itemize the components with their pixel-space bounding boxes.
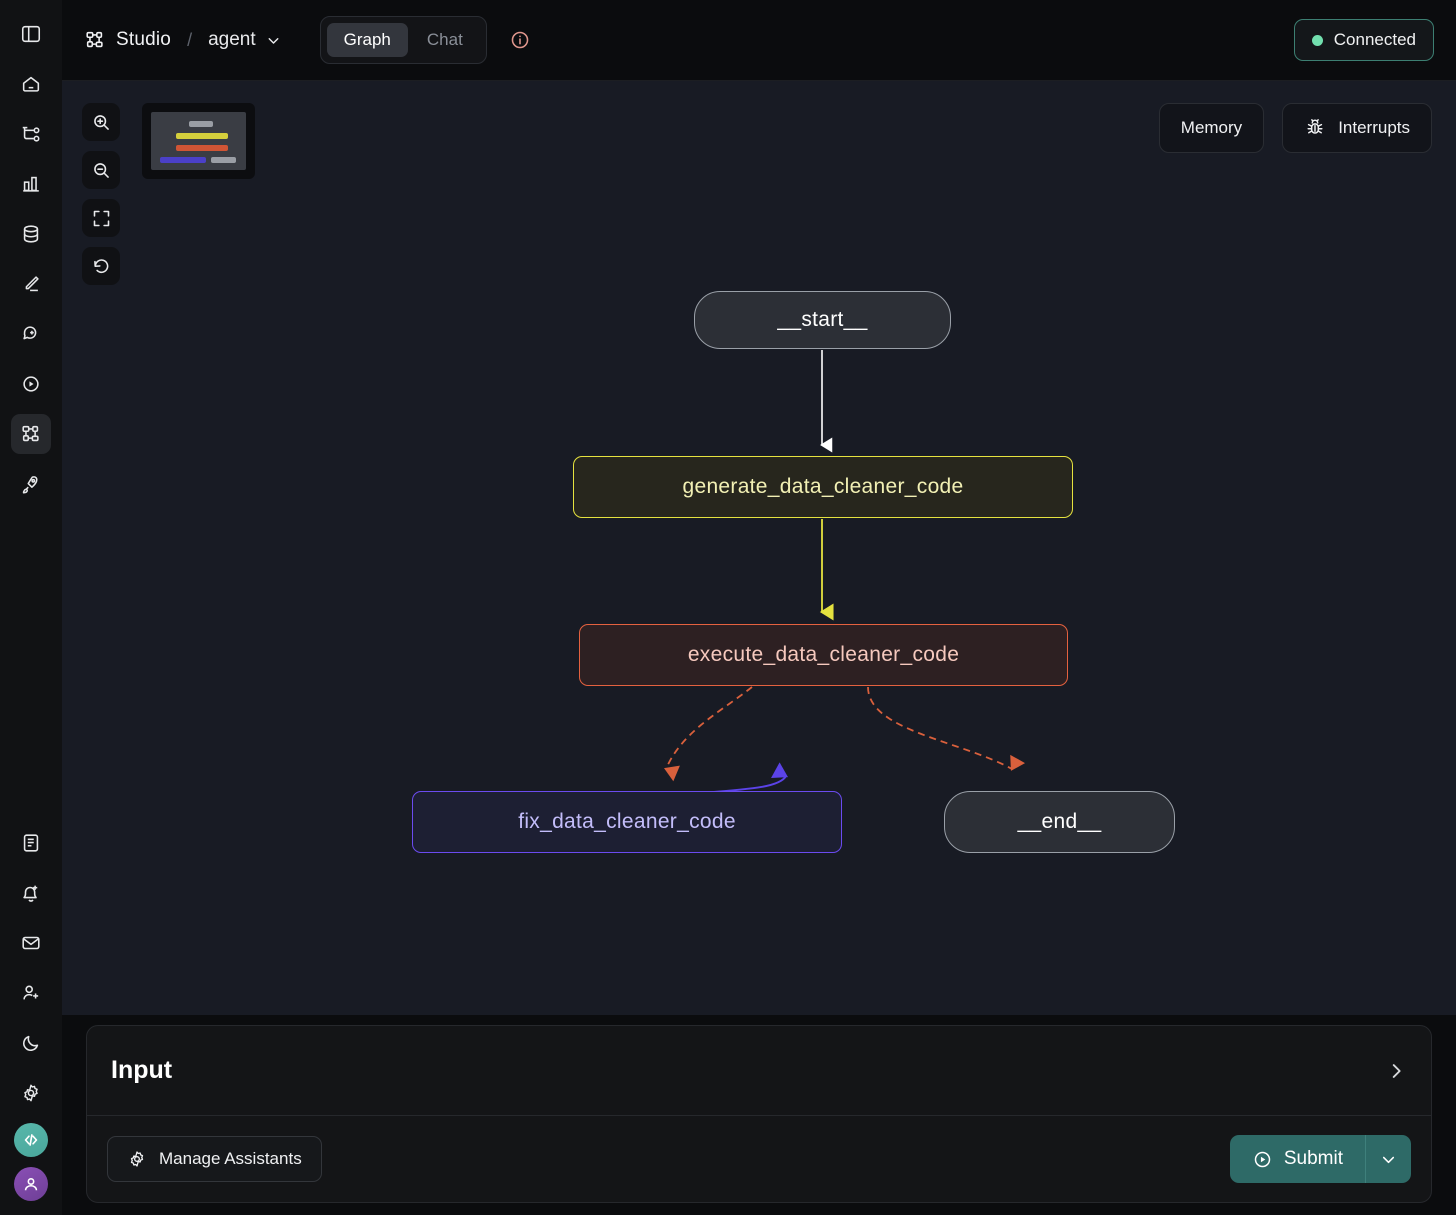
dark-mode-icon[interactable] <box>11 1023 51 1063</box>
home-icon[interactable] <box>11 64 51 104</box>
chart-icon[interactable] <box>11 164 51 204</box>
panel-toggle-icon[interactable] <box>11 14 51 54</box>
status-badge-label: Connected <box>1333 30 1416 49</box>
breadcrumb-studio-label: Studio <box>116 29 172 50</box>
top-bar: Studio / agent Graph Chat Connected <box>62 0 1456 81</box>
tab-graph[interactable]: Graph <box>326 23 408 57</box>
chevron-down-icon <box>265 32 282 49</box>
manage-assistants-button[interactable]: Manage Assistants <box>107 1136 322 1182</box>
memory-button-label: Memory <box>1180 118 1243 137</box>
canvas-tools <box>82 103 120 295</box>
input-panel-footer: Manage Assistants Submit <box>87 1116 1431 1202</box>
minimap[interactable] <box>142 103 255 179</box>
graph-node-fix-data-cleaner-code[interactable]: fix_data_cleaner_code <box>412 791 842 853</box>
graph-edges <box>664 350 1026 794</box>
reset-view-button[interactable] <box>82 247 120 285</box>
gear-icon <box>127 1149 147 1169</box>
chevron-right-icon[interactable] <box>1385 1060 1407 1082</box>
minimap-node-bar <box>176 145 228 151</box>
graph-node-end[interactable]: __end__ <box>944 791 1175 853</box>
breadcrumb-studio[interactable]: Studio <box>84 29 171 51</box>
edge-execute-to-fix <box>664 686 753 782</box>
graph-node-fix-label: fix_data_cleaner_code <box>518 810 736 833</box>
rocket-icon[interactable] <box>11 464 51 504</box>
code-icon[interactable] <box>14 1123 48 1157</box>
avatar[interactable] <box>14 1167 48 1201</box>
tab-chat[interactable]: Chat <box>410 23 480 57</box>
graph-node-generate-data-cleaner-code[interactable]: generate_data_cleaner_code <box>573 456 1073 518</box>
sidebar-item-graph-studio[interactable] <box>11 414 51 454</box>
zoom-in-button[interactable] <box>82 103 120 141</box>
invite-user-icon[interactable] <box>11 973 51 1013</box>
mail-icon[interactable] <box>11 923 51 963</box>
submit-button[interactable]: Submit <box>1229 1135 1365 1183</box>
info-circle-icon[interactable] <box>509 29 531 51</box>
graph-node-start-label: __start__ <box>777 308 868 331</box>
minimap-viewport <box>151 112 246 170</box>
agent-selector-label: agent <box>208 29 256 50</box>
graph-node-start[interactable]: __start__ <box>694 291 951 349</box>
bug-icon <box>1304 117 1326 139</box>
submit-group: Submit <box>1229 1135 1411 1183</box>
minimap-node-bar <box>189 121 213 127</box>
input-panel-header[interactable]: Input <box>87 1026 1431 1116</box>
minimap-node-bar <box>211 157 236 163</box>
branches-icon[interactable] <box>11 114 51 154</box>
new-chat-icon[interactable] <box>11 314 51 354</box>
status-dot <box>1311 34 1323 46</box>
graph-node-generate-label: generate_data_cleaner_code <box>682 475 964 498</box>
edge-execute-to-end <box>867 686 1026 771</box>
studio-logo-icon <box>84 29 106 51</box>
memory-button[interactable]: Memory <box>1158 103 1265 153</box>
interrupts-button[interactable]: Interrupts <box>1282 103 1432 153</box>
graph-node-execute-data-cleaner-code[interactable]: execute_data_cleaner_code <box>579 624 1068 686</box>
left-rail <box>0 0 62 1215</box>
notifications-icon[interactable] <box>11 873 51 913</box>
minimap-node-bar <box>176 133 228 139</box>
graph-node-end-label: __end__ <box>1017 810 1102 833</box>
breadcrumb-separator: / <box>187 29 193 50</box>
input-panel: Input Manage Assistants <box>86 1025 1432 1203</box>
zoom-out-button[interactable] <box>82 151 120 189</box>
status-badge[interactable]: Connected <box>1293 19 1434 61</box>
graph: __start__ generate_data_cleaner_code exe… <box>62 81 1456 1015</box>
play-circle-icon <box>1252 1149 1273 1170</box>
submit-options-button[interactable] <box>1365 1135 1411 1183</box>
manage-assistants-label: Manage Assistants <box>159 1149 302 1168</box>
main-area: Studio / agent Graph Chat Connected <box>62 0 1456 1215</box>
minimap-node-bar <box>160 157 206 163</box>
view-mode-tabs: Graph Chat <box>319 16 487 64</box>
interrupts-button-label: Interrupts <box>1338 118 1410 137</box>
page-title: Input <box>111 1056 173 1084</box>
docs-icon[interactable] <box>11 823 51 863</box>
submit-button-label: Submit <box>1283 1148 1343 1169</box>
agent-selector[interactable]: agent <box>208 29 282 51</box>
graph-canvas[interactable]: Memory Interrupts <box>62 81 1456 1015</box>
pencil-icon[interactable] <box>11 264 51 304</box>
graph-node-execute-label: execute_data_cleaner_code <box>687 643 960 666</box>
play-circle-icon[interactable] <box>11 364 51 404</box>
fit-view-button[interactable] <box>82 199 120 237</box>
database-icon[interactable] <box>11 214 51 254</box>
settings-icon[interactable] <box>11 1073 51 1113</box>
graph-action-buttons: Memory Interrupts <box>1158 103 1432 153</box>
